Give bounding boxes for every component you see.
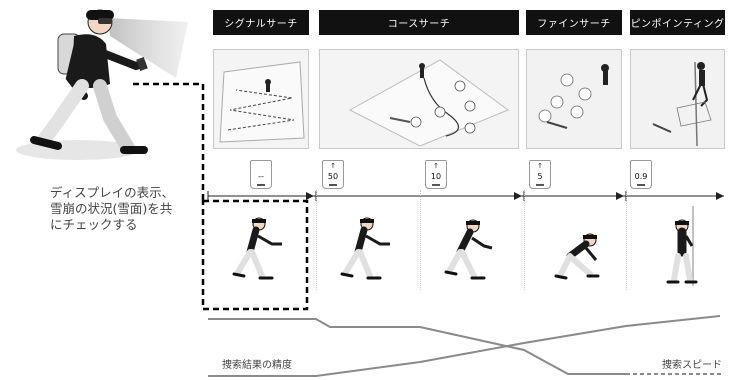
sight-beam xyxy=(108,18,188,78)
speed-label: 捜索スピード xyxy=(662,360,722,371)
section-divider xyxy=(626,190,627,290)
searcher-figure-signal xyxy=(232,217,282,280)
device-readout-value: 50 xyxy=(327,172,339,181)
device-readout-value: -- xyxy=(258,172,264,181)
section-divider xyxy=(524,190,525,290)
section-divider xyxy=(316,190,317,290)
device-display-pinpoint: 0.9 xyxy=(630,160,652,189)
intro-searcher-illustration xyxy=(16,9,188,160)
caption-text: ディスプレイの表示、雪崩の状況(雪面)を共にチェックする xyxy=(50,185,175,232)
scene-signal-search xyxy=(213,49,309,149)
searcher-figure-coarse-1 xyxy=(340,217,390,280)
device-display-signal: -- xyxy=(250,160,272,189)
phase-header-pinpointing: ピンポインティング xyxy=(630,10,725,35)
searcher-figure-coarse-2 xyxy=(444,219,493,280)
accuracy-curve xyxy=(208,318,626,375)
timeline-arrow-3 xyxy=(616,192,624,200)
phase-header-fine-search: ファインサーチ xyxy=(526,10,622,35)
device-display-fine: ↑ 5 xyxy=(529,160,551,189)
device-display-coarse-2: ↑ 10 xyxy=(425,160,447,189)
phase-header-signal-search: シグナルサーチ xyxy=(213,10,309,35)
device-readout-value: 5 xyxy=(537,172,543,181)
device-readout-value: 0.9 xyxy=(634,172,648,181)
scene-fine-search xyxy=(526,49,622,149)
scene-pinpointing xyxy=(630,49,725,149)
searcher-figure-pinpoint xyxy=(666,206,698,286)
scene-coarse-search xyxy=(319,49,519,149)
device-readout-value: 10 xyxy=(430,172,442,181)
timeline-arrow-end xyxy=(716,192,724,200)
device-display-coarse-1: ↑ 50 xyxy=(322,160,344,189)
highlight-box xyxy=(201,199,309,311)
accuracy-label: 捜索結果の精度 xyxy=(222,360,292,371)
section-divider xyxy=(420,190,421,290)
phase-header-coarse-search: コースサーチ xyxy=(319,10,519,35)
timeline-arrow-2 xyxy=(514,192,522,200)
timeline-arrow-1 xyxy=(306,192,314,200)
searcher-figure-fine xyxy=(554,233,600,280)
dashed-connector xyxy=(133,82,205,200)
speed-curve xyxy=(208,315,721,377)
